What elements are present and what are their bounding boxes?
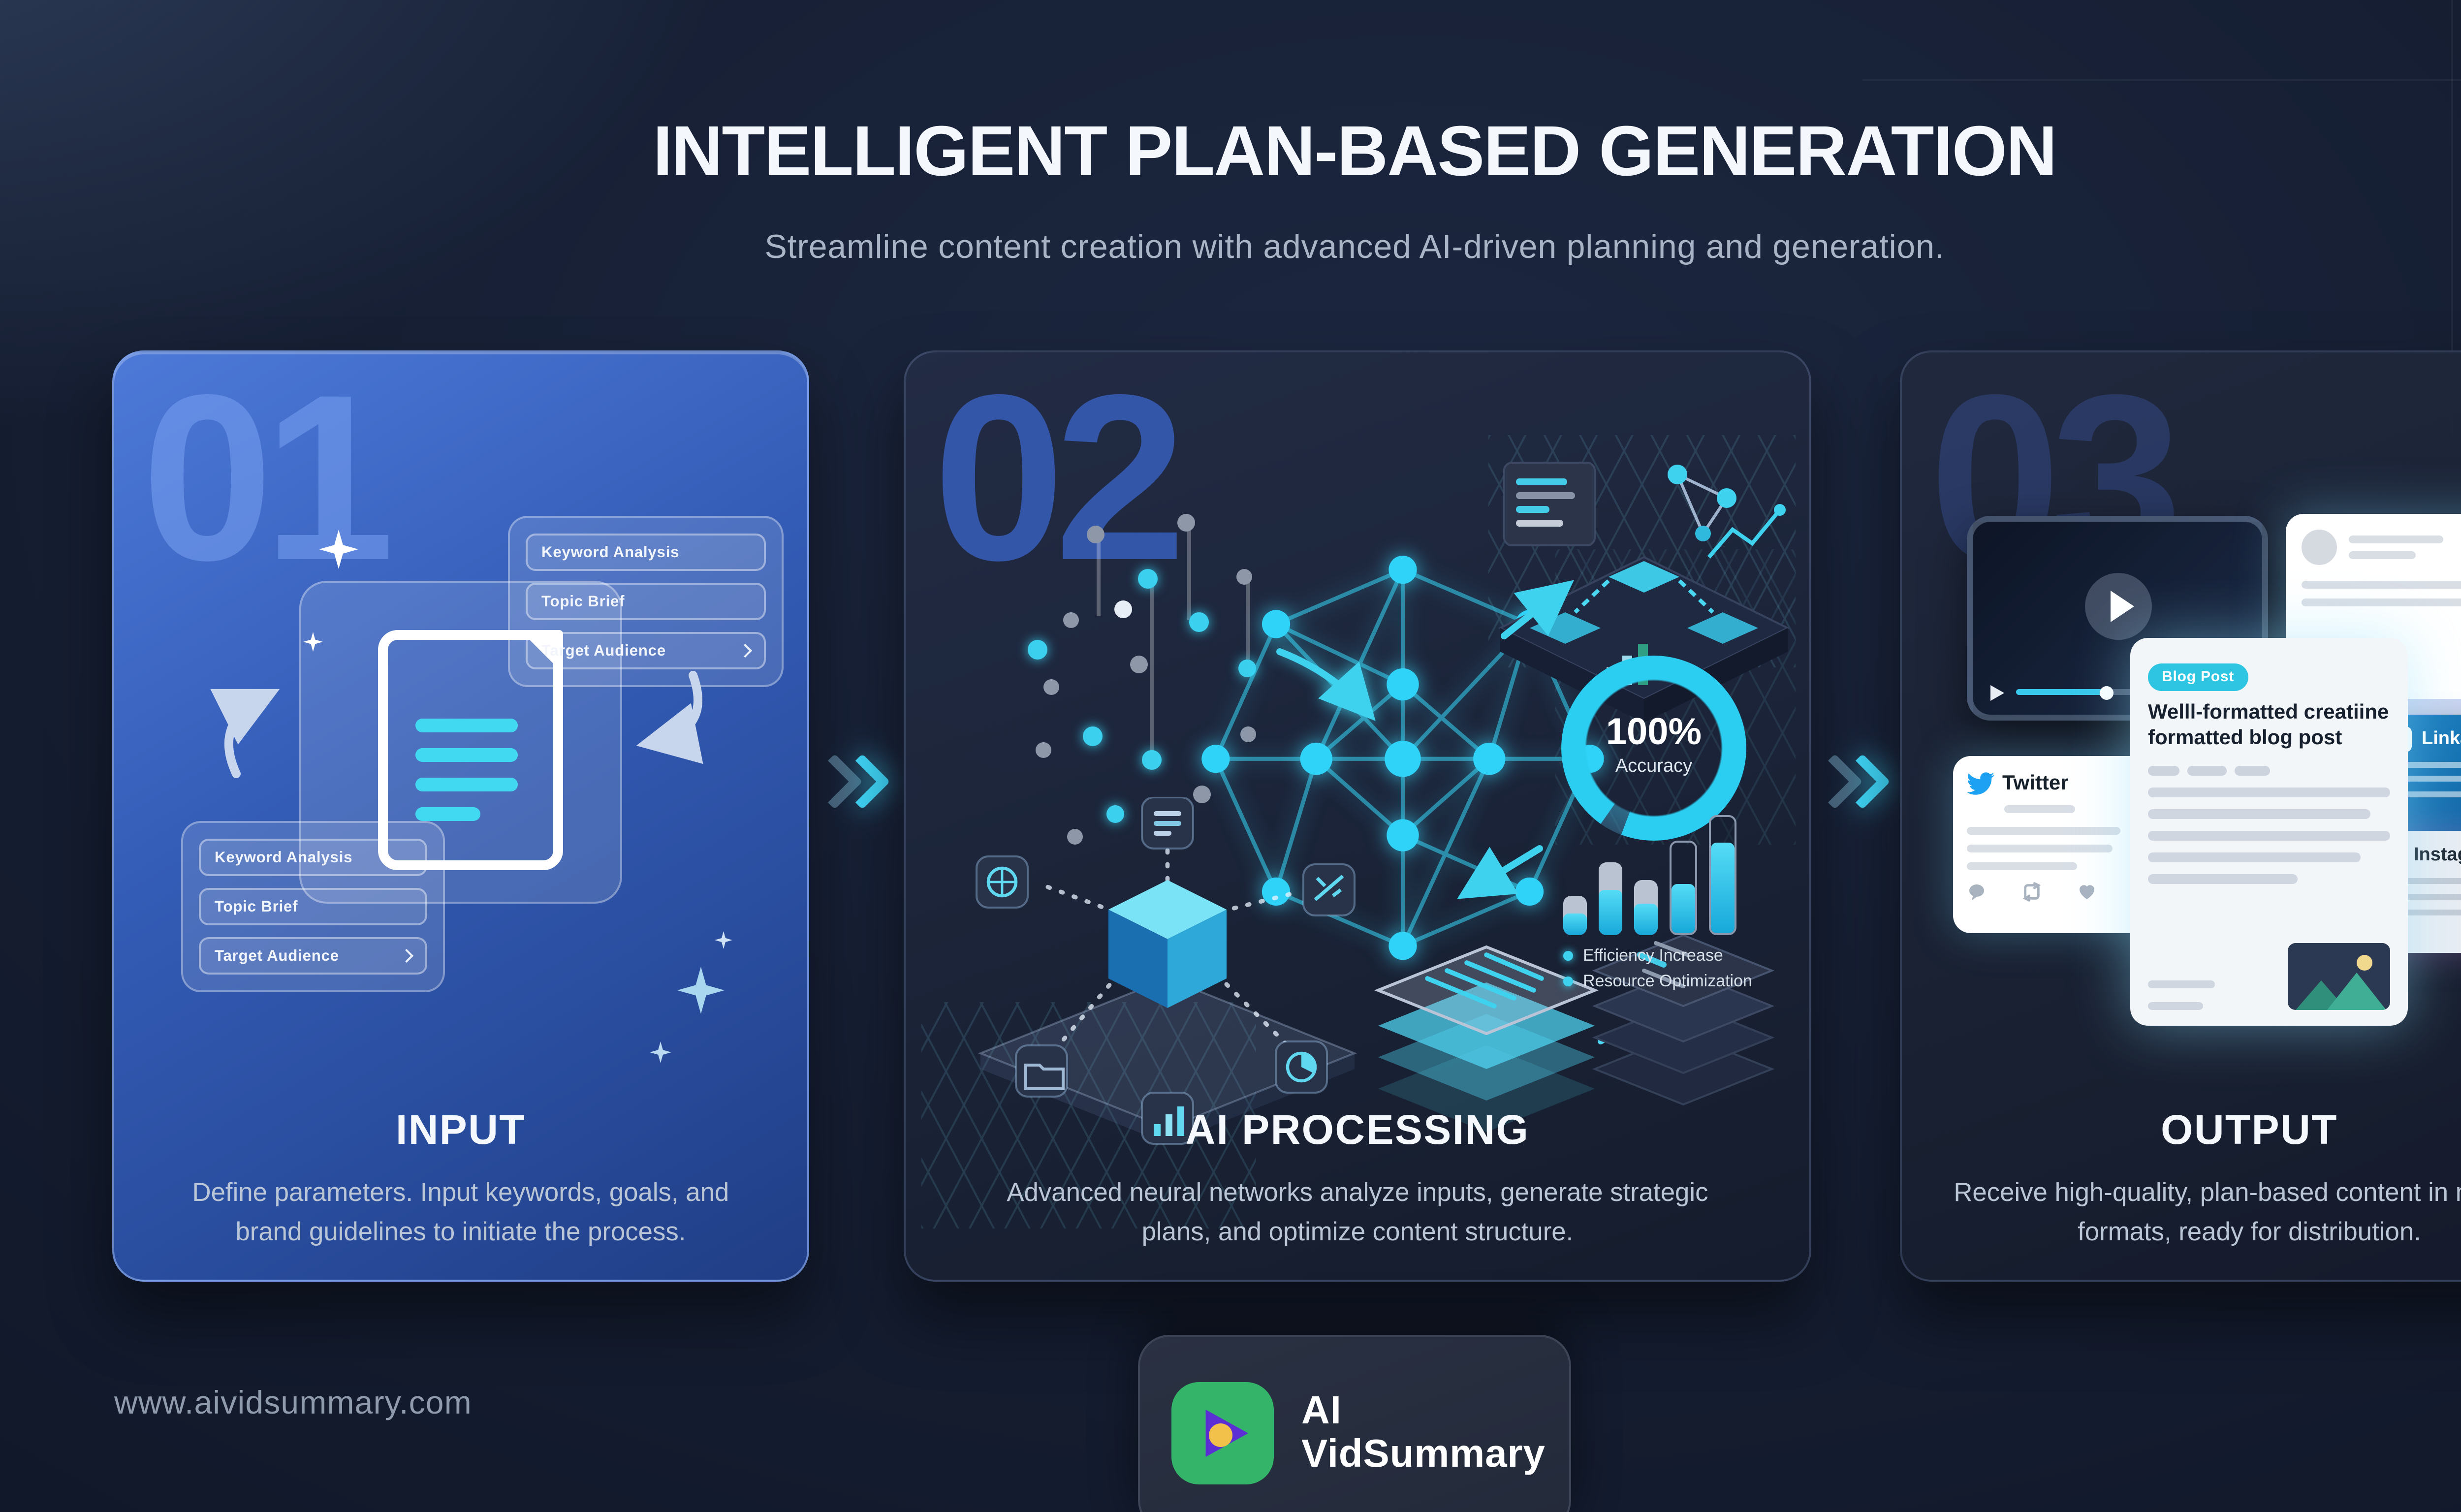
form-field-target-audience: Target Audience xyxy=(199,937,427,975)
accuracy-ring: 100% Accuracy xyxy=(1561,656,1746,841)
bar xyxy=(1599,862,1622,935)
blog-image-placeholder xyxy=(2288,943,2390,1010)
legend-dot-icon xyxy=(1563,976,1573,985)
blog-post-mockup: Blog Post Welll-formatted creatiine form… xyxy=(2130,638,2408,1026)
form-field-keyword-analysis: Keyword Analysis xyxy=(526,534,766,571)
step-description: Advanced neural networks analyze inputs,… xyxy=(1007,1177,1708,1247)
input-form-panel: Keyword Analysis Topic Brief Target Audi… xyxy=(508,516,784,687)
page-title: INTELLIGENT PLAN-BASED GENERATION xyxy=(653,110,2057,191)
retweet-icon xyxy=(2022,881,2041,901)
step-title: OUTPUT xyxy=(2161,1108,2338,1154)
play-icon xyxy=(2110,591,2133,623)
form-field-target-audience: Target Audience xyxy=(526,632,766,669)
form-field-topic-brief: Topic Brief xyxy=(199,888,427,925)
brand-app-icon xyxy=(1171,1382,1274,1484)
website-url: www.aividsummary.com xyxy=(114,1386,472,1421)
chart-legend: Efficiency Increase Resource Optimizatio… xyxy=(1563,945,1752,996)
input-form-panel: Keyword Analysis Topic Brief Target Audi… xyxy=(181,821,445,992)
avatar xyxy=(2302,530,2337,565)
document-icon xyxy=(378,630,563,870)
heart-icon xyxy=(2080,884,2094,898)
linkedin-label: Linkadin xyxy=(2422,728,2461,750)
form-field-keyword-analysis: Keyword Analysis xyxy=(199,839,427,876)
sparkle-icon xyxy=(650,1041,671,1063)
step-card-ai-processing: 02 xyxy=(904,350,1811,1282)
legend-dot-icon xyxy=(1563,950,1573,960)
play-icon-small xyxy=(1990,684,2004,700)
sparkle-icon xyxy=(677,967,725,1014)
accuracy-label: Accuracy xyxy=(1615,756,1693,778)
bar xyxy=(1670,841,1697,935)
step-card-output: 03 xyxy=(1900,350,2461,1282)
step-number-watermark: 02 xyxy=(933,350,1186,610)
twitter-bird-icon xyxy=(1967,772,1994,795)
step-title: AI PROCESSING xyxy=(1185,1108,1530,1154)
step-description: Define parameters. Input keywords, goals… xyxy=(192,1177,729,1247)
accuracy-value: 100% xyxy=(1606,713,1702,754)
step-title: INPUT xyxy=(396,1108,526,1154)
document-panel xyxy=(299,581,622,904)
flow-arrow-separator xyxy=(807,752,902,811)
mountain-shape xyxy=(2327,973,2386,1010)
chevron-right-icon xyxy=(738,643,753,658)
brand-name: AI VidSummary xyxy=(1301,1389,1546,1477)
chevron-right-icon xyxy=(399,948,414,963)
tweet-actions xyxy=(1967,881,2154,901)
blog-title: Welll-formatted creatiine formatted blog… xyxy=(2148,701,2389,751)
accuracy-ring-arc xyxy=(1561,656,1746,841)
sparkle-icon xyxy=(715,931,732,949)
stacked-layers-graphic xyxy=(1374,934,1775,1132)
step-description: Receive high-quality, plan-based content… xyxy=(1954,1177,2461,1247)
isometric-cube-graphic xyxy=(976,797,1357,1145)
twitter-label: Twitter xyxy=(2002,772,2069,795)
blog-badge: Blog Post xyxy=(2148,662,2248,690)
flow-arrow-separator xyxy=(1807,752,1902,811)
brand-logo-card: AI VidSummary xyxy=(1138,1335,1571,1512)
page-subtitle: Streamline content creation with advance… xyxy=(764,228,1945,266)
efficiency-bars xyxy=(1563,815,1736,935)
bar xyxy=(1709,815,1736,935)
video-progress-fill xyxy=(2016,689,2108,695)
video-progress-knob xyxy=(2100,685,2114,699)
step-number-watermark: 01 xyxy=(142,350,395,610)
step-card-input: 01 Keyword Analysis Topic Brief Target A… xyxy=(112,350,809,1282)
bg-gridline xyxy=(1862,79,2461,81)
bar xyxy=(1563,896,1587,935)
logo-dot xyxy=(1209,1423,1232,1447)
neural-network-graphic xyxy=(1201,555,1604,960)
instagram-label: Instagram xyxy=(2414,845,2461,866)
legend-item: Efficiency Increase xyxy=(1563,945,1752,965)
video-player-mockup xyxy=(1967,516,2268,721)
bg-gridline xyxy=(2451,0,2453,453)
form-field-topic-brief: Topic Brief xyxy=(526,583,766,620)
data-points-cluster xyxy=(1008,494,1343,878)
comment-icon xyxy=(1969,883,1984,900)
play-button xyxy=(2084,573,2151,640)
legend-item: Resource Optimization xyxy=(1563,971,1752,990)
bar xyxy=(1634,880,1658,935)
